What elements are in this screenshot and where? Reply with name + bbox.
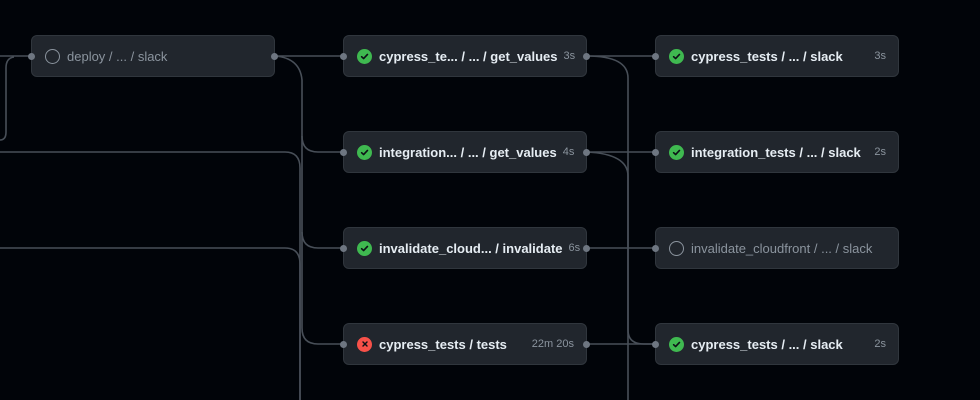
port-in [340, 341, 347, 348]
edge-left-vertical [0, 56, 15, 141]
job-name: cypress_te... / ... / get_values [379, 48, 558, 64]
job-name: invalidate_cloud... / invalidate [379, 240, 563, 256]
job-integration-slack[interactable]: integration_tests / ... / slack 2s [652, 131, 899, 173]
job-name: cypress_tests / ... / slack [691, 48, 843, 64]
port-in [652, 149, 659, 156]
pending-icon [669, 240, 684, 256]
job-duration: 3s [563, 50, 576, 62]
port-in [340, 149, 347, 156]
job-duration: 4s [562, 146, 575, 158]
job-name: cypress_tests / tests [379, 336, 507, 352]
port-in [652, 245, 659, 252]
job-name: integration... / ... / get_values [379, 144, 557, 160]
port-in [652, 341, 659, 348]
port-out [271, 53, 278, 60]
edge-deploy-integration [274, 55, 344, 153]
edge-left-row2 [0, 151, 301, 400]
job-invalidate-slack[interactable]: invalidate_cloudfront / ... / slack [652, 227, 899, 269]
job-cypress-tests[interactable]: cypress_tests / tests 22m 20s [340, 323, 590, 365]
port-in [652, 53, 659, 60]
job-cypress-slack-1[interactable]: cypress_tests / ... / slack 3s [652, 35, 899, 77]
check-circle-icon [669, 336, 684, 352]
job-name: integration_tests / ... / slack [691, 144, 861, 160]
job-name: cypress_tests / ... / slack [691, 336, 843, 352]
check-circle-icon [669, 144, 684, 160]
x-circle-icon [357, 336, 372, 352]
port-in [340, 53, 347, 60]
port-out [583, 245, 590, 252]
port-in [340, 245, 347, 252]
edge-cypress-slack2 [586, 55, 656, 345]
check-circle-icon [357, 144, 372, 160]
job-name: deploy / ... / slack [67, 48, 168, 64]
job-deploy-slack[interactable]: deploy / ... / slack [28, 35, 278, 77]
job-duration: 6s [568, 242, 581, 254]
job-invalidate-cloudfront[interactable]: invalidate_cloud... / invalidate 6s [340, 227, 590, 269]
job-integration-get-values[interactable]: integration... / ... / get_values 4s [340, 131, 590, 173]
check-circle-icon [357, 240, 372, 256]
job-duration: 2s [874, 146, 886, 158]
check-circle-icon [669, 48, 684, 64]
edge-deploy-tests [301, 232, 344, 345]
port-in [28, 53, 35, 60]
check-circle-icon [357, 48, 372, 64]
job-name: invalidate_cloudfront / ... / slack [691, 240, 873, 256]
port-out [583, 341, 590, 348]
pending-icon [45, 48, 60, 64]
edge-integration-down [586, 151, 629, 400]
job-duration: 3s [874, 50, 886, 62]
port-out [583, 53, 590, 60]
job-cypress-get-values[interactable]: cypress_te... / ... / get_values 3s [340, 35, 590, 77]
port-out [583, 149, 590, 156]
job-duration: 22m 20s [531, 338, 574, 350]
job-duration: 2s [874, 338, 886, 350]
edge-left-row3 [0, 247, 301, 400]
job-cypress-slack-2[interactable]: cypress_tests / ... / slack 2s [652, 323, 899, 365]
